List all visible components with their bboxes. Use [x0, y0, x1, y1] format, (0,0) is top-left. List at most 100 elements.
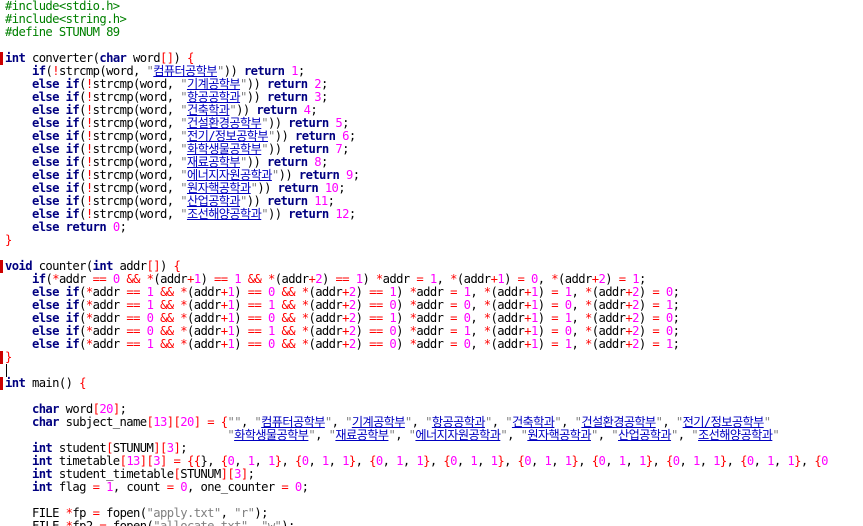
text-token: (addr	[490, 337, 525, 351]
fold-marker[interactable]	[0, 260, 3, 273]
code-line[interactable]: FILE *fp2 = fopen("allocate.txt", "w");	[5, 520, 828, 526]
code-line[interactable]: else if(!strcmp(word, "화학생물공학부")) return…	[5, 143, 828, 156]
preprocessor-token: #include<string.h>	[5, 12, 127, 26]
code-line[interactable]: else if(!strcmp(word, "전기/정보공학부")) retur…	[5, 130, 828, 143]
keyword-token: if	[31, 64, 46, 78]
fold-marker[interactable]	[0, 377, 3, 390]
code-line[interactable]	[5, 364, 828, 377]
operator-token: *	[551, 272, 559, 286]
text-token: ))	[274, 129, 295, 143]
text-token: ;	[320, 155, 328, 169]
number-token: 1	[497, 272, 505, 286]
code-line[interactable]: else return 0;	[5, 221, 828, 234]
code-line[interactable]: char word[20];	[5, 403, 828, 416]
operator-token: *	[409, 324, 417, 338]
code-line[interactable]: else if(!strcmp(word, "건설환경공학부")) return…	[5, 117, 828, 130]
code-line[interactable]: else if(*addr == 0 && *(addr+1) == 0 && …	[5, 312, 828, 325]
number-token: 0	[294, 480, 302, 494]
code-line[interactable]: "화학생물공학부", "재료공학부", "에너지자원공학과", "원자핵공학과"…	[5, 429, 828, 442]
operator-token: *	[180, 298, 188, 312]
operator-token: *	[584, 298, 592, 312]
code-line[interactable]: if(!strcmp(word, "컴퓨터공학부")) return 1;	[5, 65, 828, 78]
fold-marker[interactable]	[0, 52, 3, 65]
code-line[interactable]: char subject_name[13][20] = {"", "컴퓨터공학부…	[5, 416, 828, 429]
number-token: 1	[692, 454, 700, 468]
number-token: 2	[348, 324, 356, 338]
code-line[interactable]: else if(!strcmp(word, "항공공학과")) return 3…	[5, 91, 828, 104]
operator-token: {	[186, 51, 194, 65]
text-token: )	[537, 298, 552, 312]
text-token	[5, 129, 32, 143]
code-line[interactable]: else if(!strcmp(word, "재료공학부")) return 8…	[5, 156, 828, 169]
text-token: ,	[578, 454, 592, 468]
operator-token: *	[301, 324, 309, 338]
code-line[interactable]: int converter(char word[]) {	[5, 52, 828, 65]
text-token	[318, 181, 325, 195]
code-line[interactable]: int main() {	[5, 377, 828, 390]
number-token: 2	[348, 337, 356, 351]
text-token: ,	[571, 285, 585, 299]
operator-token: =	[450, 285, 457, 299]
code-line[interactable]: int timetable[13][3] = {{}, {0, 1, 1}, {…	[5, 455, 828, 468]
code-line[interactable]: }	[5, 351, 828, 364]
code-line[interactable]: else if(*addr == 0 && *(addr+1) == 1 && …	[5, 325, 828, 338]
operator-token: ][	[166, 415, 181, 429]
text-token: addr	[92, 285, 127, 299]
number-token: 1	[490, 454, 498, 468]
text-token: student_timetable	[52, 467, 174, 481]
text-token: (	[79, 116, 86, 130]
text-token: )	[234, 337, 248, 351]
korean-string-token: 재료공학부	[335, 428, 389, 442]
code-line[interactable]: #include<string.h>	[5, 13, 828, 26]
code-line[interactable]: }	[5, 234, 828, 247]
code-line[interactable]: else if(!strcmp(word, "산업공학과")) return 1…	[5, 195, 828, 208]
code-line[interactable]: else if(*addr == 1 && *(addr+1) == 0 && …	[5, 338, 828, 351]
operator-token: ==	[369, 311, 383, 325]
code-line[interactable]: int student[STUNUM][3];	[5, 442, 828, 455]
code-line[interactable]: if(*addr == 0 && *(addr+1) == 1 && *(add…	[5, 273, 828, 286]
text-token: strcmp(word,	[92, 194, 181, 208]
number-token: 0	[524, 454, 532, 468]
text-token	[659, 298, 666, 312]
number-token: 2	[348, 311, 356, 325]
number-token: 1	[234, 272, 242, 286]
text-token: ,	[470, 285, 484, 299]
code-line[interactable]: FILE *fp = fopen("apply.txt", "r");	[5, 507, 828, 520]
operator-token: ==	[126, 285, 140, 299]
code-line[interactable]: int flag = 1, count = 0, one_counter = 0…	[5, 481, 828, 494]
korean-string-token: 항공공학과	[431, 415, 486, 429]
string-token: "	[180, 181, 187, 195]
text-token: ,	[429, 454, 444, 468]
number-token: 1	[531, 311, 538, 325]
code-line[interactable]: else if(!strcmp(word, "건축학과")) return 4;	[5, 104, 828, 117]
code-line[interactable]: else if(!strcmp(word, "원자핵공학과")) return …	[5, 182, 828, 195]
keyword-token: return	[298, 168, 340, 182]
code-line[interactable]: #include<stdio.h>	[5, 0, 828, 13]
code-line[interactable]: #define STUNUM 89	[5, 26, 828, 39]
string-token: "	[180, 116, 187, 130]
operator-token: {	[443, 454, 451, 468]
text-token	[241, 272, 248, 286]
fold-marker[interactable]	[0, 351, 3, 364]
code-line[interactable]: else if(!strcmp(word, "기계공학부")) return 2…	[5, 78, 828, 91]
number-token: 0	[267, 337, 275, 351]
text-token: (addr	[187, 311, 221, 325]
text-token	[457, 285, 464, 299]
text-token: )	[234, 311, 248, 325]
text-token: ;	[348, 207, 356, 221]
code-line[interactable]: void counter(int addr[]) {	[5, 260, 828, 273]
code-line[interactable]	[5, 390, 828, 403]
code-line[interactable]: else if(*addr == 1 && *(addr+1) == 1 && …	[5, 299, 828, 312]
operator-token: ]	[173, 441, 181, 455]
text-token: (addr	[490, 324, 525, 338]
code-line[interactable]: int student_timetable[STUNUM][3];	[5, 468, 828, 481]
operator-token: ==	[369, 285, 383, 299]
code-line[interactable]: else if(!strcmp(word, "조선해양공학과")) return…	[5, 208, 828, 221]
code-line[interactable]: else if(*addr == 1 && *(addr+1) == 0 && …	[5, 286, 828, 299]
keyword-token: return	[243, 64, 285, 78]
code-line[interactable]: else if(!strcmp(word, "에너지자원공학과")) retur…	[5, 169, 828, 182]
text-token	[295, 285, 302, 299]
operator-token: *	[85, 298, 93, 312]
code-area[interactable]: #include<stdio.h>#include<string.h>#defi…	[5, 0, 828, 526]
